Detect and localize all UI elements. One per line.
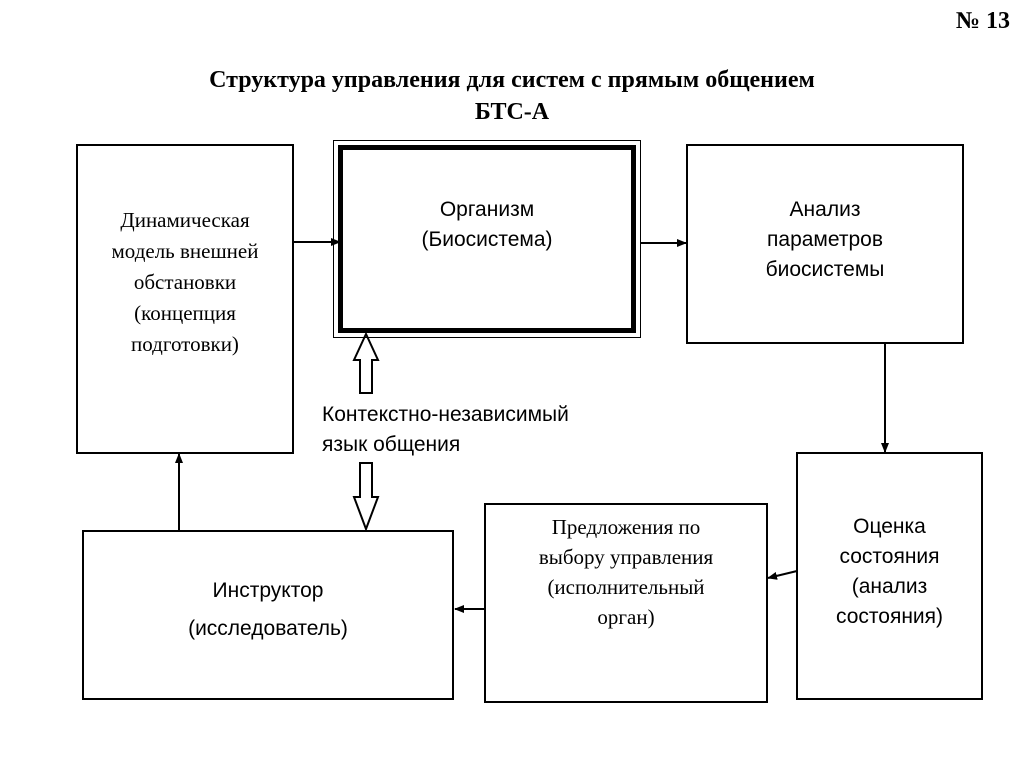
dynamic-model-line-5: подготовки) xyxy=(131,332,239,356)
analysis-line-3: биосистемы xyxy=(765,258,885,281)
box-instructor xyxy=(82,530,454,700)
box-evaluation xyxy=(796,452,983,700)
evaluation-line-4: состояния) xyxy=(835,605,944,628)
dynamic-model-line-1: Динамическая xyxy=(120,208,250,232)
evaluation-line-3: (анализ xyxy=(851,575,928,598)
box-organism-outer xyxy=(333,140,641,338)
instructor-line-1: Инструктор xyxy=(212,579,324,602)
box-organism-text: Организм (Биосистема) xyxy=(343,195,631,255)
box-organism xyxy=(338,145,636,333)
proposals-line-3: (исполнительный xyxy=(547,575,705,599)
evaluation-line-1: Оценка xyxy=(853,515,926,538)
hollow-arrow-down xyxy=(352,462,380,532)
page-title: Структура управления для систем с прямым… xyxy=(100,64,924,128)
arrow-evaluation-to-proposals xyxy=(767,570,798,580)
organism-line-1: Организм xyxy=(439,198,535,221)
box-analysis xyxy=(686,144,964,344)
proposals-line-2: выбору управления xyxy=(538,545,714,569)
box-analysis-text: Анализ параметров биосистемы xyxy=(688,195,962,285)
language-line-2: язык общения xyxy=(322,433,461,456)
title-line-1: Структура управления для систем с прямым… xyxy=(209,67,815,93)
analysis-line-1: Анализ xyxy=(789,198,861,221)
language-label: Контекстно-независимый язык общения xyxy=(322,400,632,460)
dynamic-model-line-4: (концепция xyxy=(134,301,236,325)
box-dynamic-model-text: Динамическая модель внешней обстановки (… xyxy=(78,205,292,360)
box-evaluation-text: Оценка состояния (анализ состояния) xyxy=(798,512,981,632)
organism-line-2: (Биосистема) xyxy=(421,228,553,251)
box-proposals-text: Предложения по выбору управления (исполн… xyxy=(486,512,766,632)
title-line-2: БТС-А xyxy=(474,99,550,125)
evaluation-line-2: состояния xyxy=(839,545,940,568)
proposals-line-4: орган) xyxy=(597,605,655,629)
box-dynamic-model xyxy=(76,144,294,454)
instructor-line-2: (исследователь) xyxy=(188,617,348,640)
box-instructor-text: Инструктор (исследователь) xyxy=(84,572,452,648)
dynamic-model-line-3: обстановки xyxy=(133,270,237,294)
dynamic-model-line-2: модель внешней xyxy=(111,239,259,263)
box-proposals xyxy=(484,503,768,703)
language-line-1: Контекстно-независимый xyxy=(322,403,569,426)
proposals-line-1: Предложения по xyxy=(551,515,701,539)
slide-number: № 13 xyxy=(955,8,1010,34)
analysis-line-2: параметров xyxy=(767,228,883,251)
hollow-arrow-up xyxy=(352,331,380,394)
